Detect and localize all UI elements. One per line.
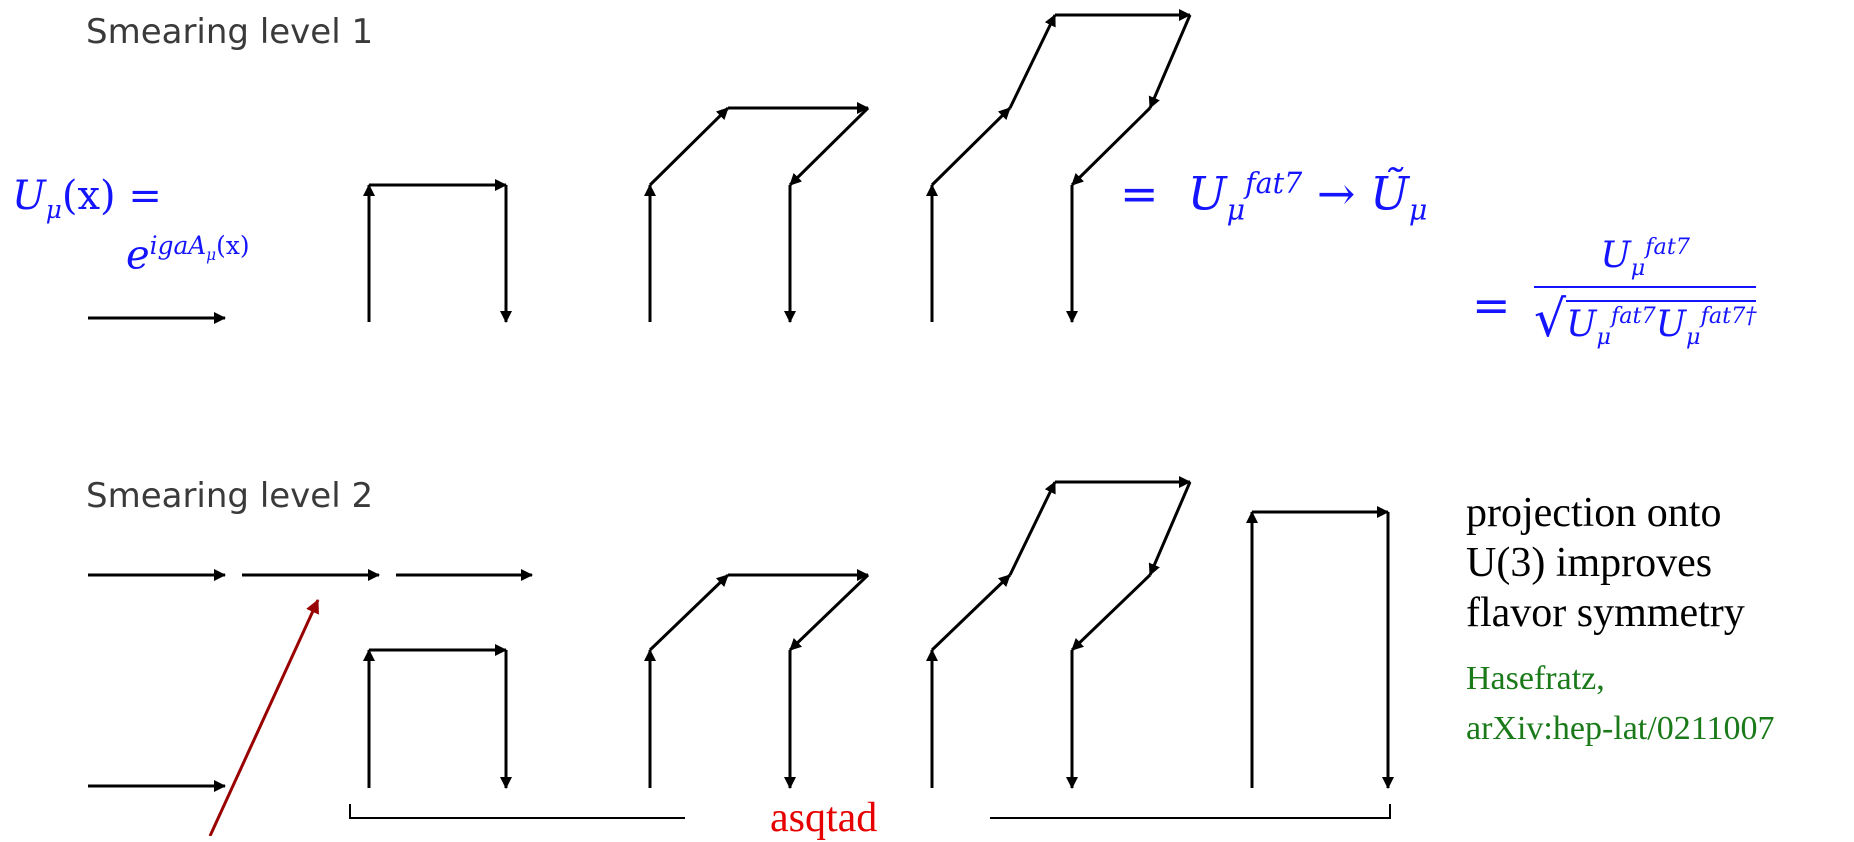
- level2-staple-5-segment-4: [788, 573, 870, 652]
- note-line-1: projection onto: [1466, 490, 1722, 536]
- level1-staple-5-segment-4: [788, 106, 870, 187]
- asqtad-bracket: [349, 804, 1391, 819]
- level1-staple-5-segment-2: [648, 106, 730, 187]
- asqtad-label: asqtad: [770, 795, 878, 841]
- level1-staple-7-segment-2: [930, 106, 1012, 187]
- fat7-equation: = Uμfat7 → Ũμ: [1120, 166, 1428, 227]
- smearing-level-2-heading: Smearing level 2: [86, 476, 374, 516]
- note-line-2: U(3) improves: [1466, 540, 1713, 586]
- link-paths-layer: [88, 9, 1394, 792]
- level1-staple-7-segment-3: [1008, 14, 1057, 109]
- level2-staple-7-segment-5: [1148, 481, 1192, 576]
- fraction-numerator: Uμfat7: [1600, 234, 1691, 282]
- level2-staple-5-segment-2: [648, 573, 730, 652]
- smearing-level-1-heading: Smearing level 1: [86, 12, 374, 52]
- level2-staple-7-segment-3: [1008, 481, 1057, 576]
- reference-arxiv: arXiv:hep-lat/0211007: [1466, 710, 1775, 747]
- pointer-arrow: [208, 599, 320, 836]
- note-line-3: flavor symmetry: [1466, 590, 1745, 636]
- fraction-denominator: √Uμfat7Uμfat7†: [1534, 288, 1757, 350]
- level1-staple-7-segment-5: [1148, 14, 1192, 109]
- link-definition-exponential: eigaAμ(x): [126, 231, 250, 279]
- asqtad-bracket-left: [349, 804, 685, 819]
- level2-staple-7-segment-6: [1070, 573, 1152, 652]
- fraction-bar: [1534, 285, 1757, 288]
- reference-citation: Hasefratz, arXiv:hep-lat/0211007: [1466, 654, 1774, 754]
- asqtad-bracket-right: [990, 804, 1391, 819]
- level1-staple-7-segment-6: [1070, 106, 1152, 187]
- sqrt-sign: √: [1534, 288, 1567, 348]
- reference-author: Hasefratz,: [1466, 660, 1605, 697]
- link-definition-lhs: Uμ(x) =: [12, 173, 162, 224]
- level2-staple-7-segment-2: [930, 573, 1012, 652]
- projection-note: projection onto U(3) improves flavor sym…: [1466, 488, 1745, 638]
- normalization-fraction: Uμfat7 √Uμfat7Uμfat7†: [1534, 234, 1757, 350]
- normalization-equals: =: [1472, 278, 1511, 332]
